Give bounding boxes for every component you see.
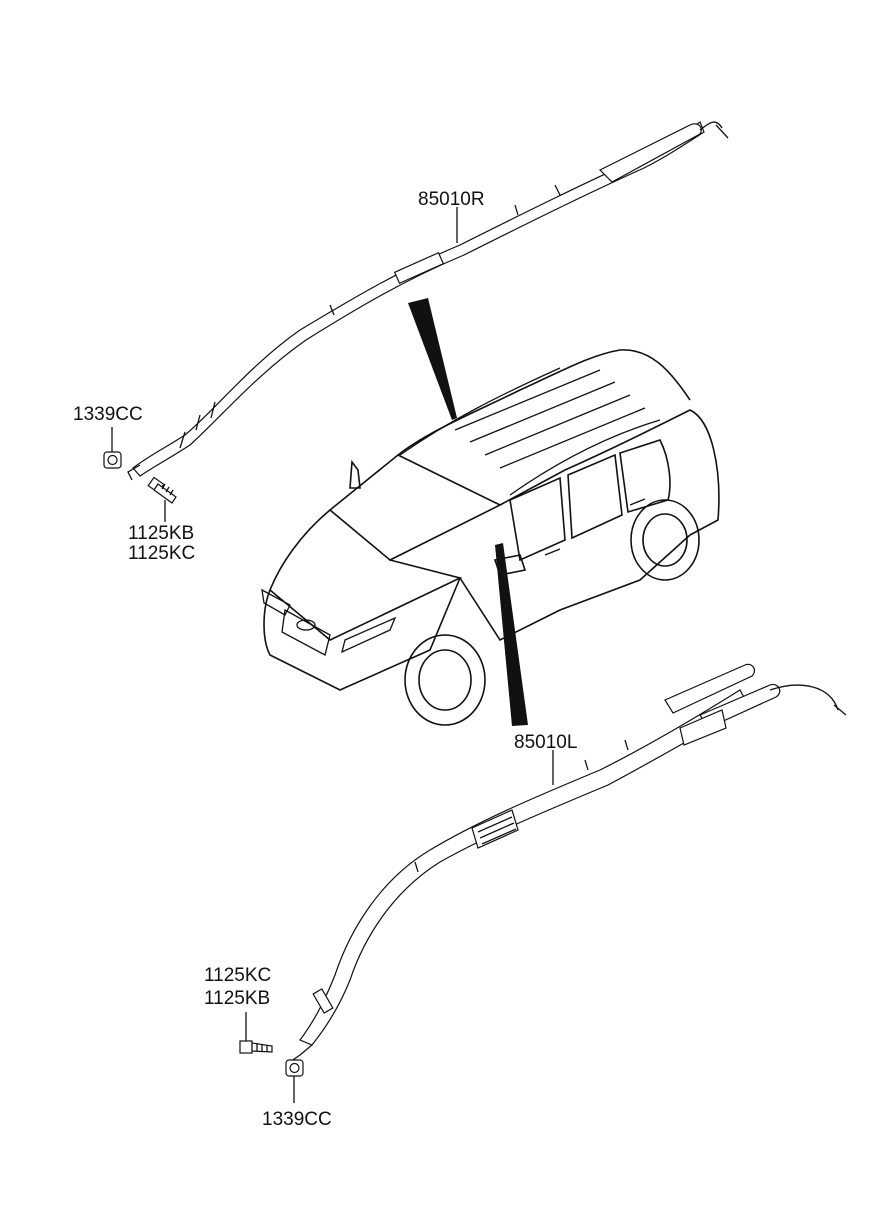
pointer-right: [408, 298, 457, 420]
bolt-bottom[interactable]: [239, 1040, 273, 1054]
label-airbag-right: 85010R: [418, 189, 485, 210]
label-nut-bottom: 1339CC: [262, 1109, 332, 1130]
nut-bottom[interactable]: [285, 1059, 304, 1077]
label-airbag-left: 85010L: [514, 732, 577, 753]
pointer-left: [495, 543, 528, 726]
curtain-airbag-left[interactable]: [289, 663, 847, 1063]
callout-airbag-left: 85010L: [514, 732, 577, 785]
curtain-airbag-right[interactable]: [127, 121, 729, 481]
callout-nut-top: 1339CC: [73, 404, 143, 452]
callout-nut-bottom: 1339CC: [262, 1076, 332, 1130]
vehicle-suv: [261, 349, 720, 726]
label-bolt-top-2: 1125KC: [128, 543, 195, 564]
callout-bolt-bottom: 1125KC 1125KB: [204, 965, 271, 1041]
label-nut-top: 1339CC: [73, 404, 143, 425]
callout-bolt-top: 1125KB 1125KC: [128, 500, 195, 564]
label-bolt-bottom-1: 1125KC: [204, 965, 271, 986]
label-bolt-top-1: 1125KB: [128, 523, 194, 544]
callout-airbag-right: 85010R: [418, 189, 485, 243]
bolt-top[interactable]: [147, 476, 177, 504]
nut-top[interactable]: [103, 451, 122, 469]
label-bolt-bottom-2: 1125KB: [204, 988, 270, 1009]
